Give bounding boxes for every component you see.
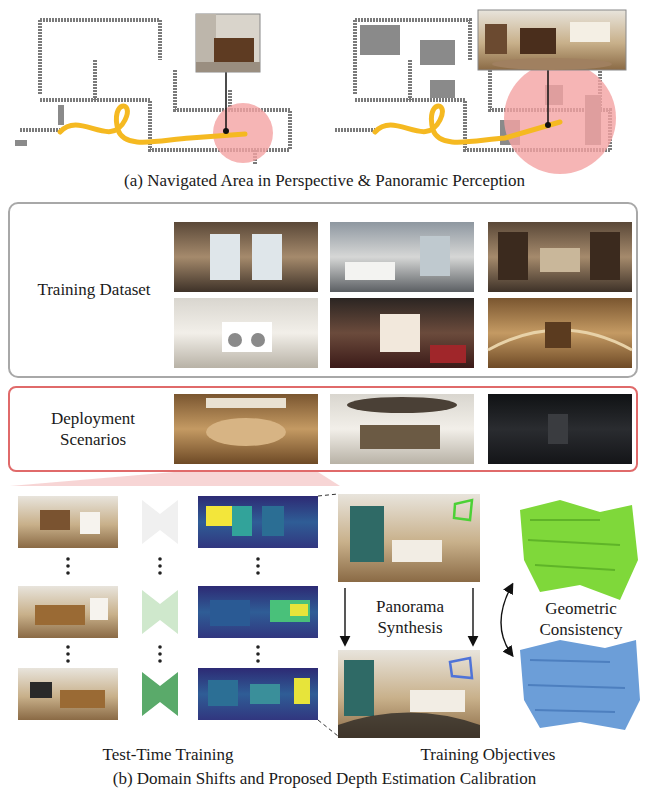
group-title: Training Dataset	[24, 279, 164, 300]
group-box: Deployment Scenarios	[8, 386, 638, 472]
text-label: Training Objectives	[338, 744, 638, 765]
subfigure-caption: (a) Navigated Area in Perspective & Pano…	[2, 170, 645, 191]
group-box: Training Dataset	[8, 202, 638, 378]
text-label: Test-Time Training	[18, 744, 318, 765]
group-title: Deployment Scenarios	[18, 408, 168, 451]
text-label: Geometric Consistency	[520, 598, 642, 641]
text-label: Panorama Synthesis	[355, 596, 465, 639]
subfigure-caption: (b) Domain Shifts and Proposed Depth Est…	[2, 768, 645, 789]
